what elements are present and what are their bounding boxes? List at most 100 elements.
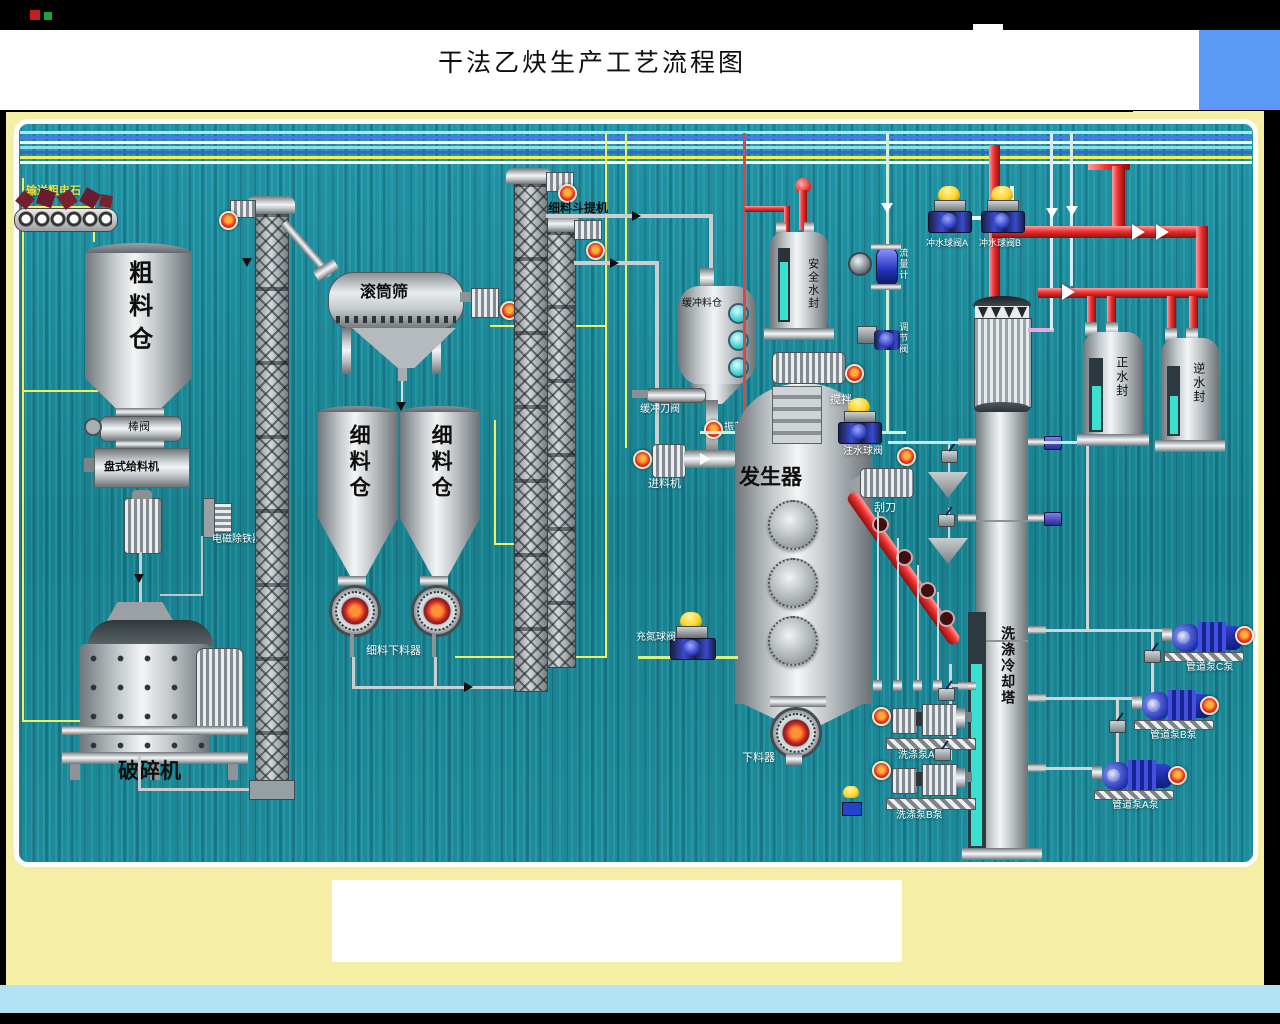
pipe — [20, 136, 1252, 139]
pump-outlet — [965, 772, 972, 782]
buffer-knife-valve[interactable] — [646, 388, 706, 403]
drain-fitting — [913, 680, 922, 691]
discharger-flange — [770, 696, 826, 707]
magnetic-separator-fins — [214, 503, 232, 533]
pipe — [160, 594, 202, 596]
distributor-nozzle-icon — [978, 307, 988, 318]
rod-valve-handwheel[interactable] — [84, 418, 102, 436]
crusher-dome — [88, 620, 213, 646]
pipe — [1088, 164, 1130, 170]
drum-screen-label: 滚筒筛 — [360, 284, 409, 301]
valve-cap — [848, 398, 870, 413]
pipe — [784, 206, 790, 232]
indicator-lamp-icon — [558, 184, 577, 203]
indicator-lamp-icon — [845, 364, 864, 383]
pipe — [888, 441, 960, 444]
tower-base — [962, 848, 1042, 860]
valve-cap — [938, 186, 960, 201]
flow-arrow-icon — [1132, 224, 1145, 240]
nozzle-valve[interactable] — [1044, 512, 1062, 526]
scraper-motor[interactable] — [860, 468, 914, 498]
signal-line — [494, 420, 496, 545]
feeder-label: 进料机 — [648, 478, 681, 490]
valve-ball — [941, 213, 957, 229]
pump-inlet — [1162, 628, 1172, 641]
pipe — [1030, 629, 1162, 632]
elevator-motor[interactable] — [574, 220, 602, 240]
flow-meter[interactable] — [848, 252, 872, 276]
pipe — [1028, 328, 1054, 332]
stirrer-motor[interactable] — [772, 352, 846, 384]
crusher-frame — [62, 726, 248, 735]
lever-valve[interactable] — [1109, 720, 1126, 733]
lever-valve[interactable] — [938, 688, 955, 701]
indicator-lamp-icon — [872, 761, 891, 780]
fine-discharger-label: 细料下料器 — [366, 645, 421, 657]
disc-feeder[interactable] — [94, 448, 190, 488]
level-bar — [1170, 396, 1178, 434]
manhole-icon — [768, 558, 818, 608]
indicator-lamp-icon — [704, 420, 723, 439]
indicator-lamp-icon — [633, 450, 652, 469]
inline-valve[interactable] — [876, 248, 898, 286]
fine-bucket-elevator — [514, 182, 548, 692]
flow-meter-label: 流量计 — [898, 248, 909, 281]
pipe — [350, 633, 354, 657]
lever-valve[interactable] — [938, 514, 955, 527]
feeder-motor[interactable] — [124, 498, 162, 554]
pipe — [1086, 441, 1089, 631]
pump-ribs — [1168, 690, 1196, 720]
indicator-lamp-icon — [586, 241, 605, 260]
indicator-lamp-icon — [872, 707, 891, 726]
pump-ribs — [1198, 622, 1226, 652]
lever-valve[interactable] — [1144, 650, 1161, 663]
pipe — [20, 131, 1252, 134]
drum-motor[interactable] — [471, 288, 499, 318]
wash-pump-a[interactable] — [892, 700, 972, 740]
screw-feeder-motor[interactable] — [652, 444, 686, 478]
wash-pump-b[interactable] — [892, 760, 972, 800]
tower-bundle-cap — [974, 402, 1030, 415]
pipe-node-icon — [938, 610, 955, 627]
pipe — [952, 684, 968, 687]
crusher-body[interactable] — [80, 644, 210, 756]
pipe — [1044, 441, 1088, 444]
discharger[interactable] — [770, 707, 822, 759]
disc-feeder-label: 盘式给料机 — [104, 461, 159, 473]
crusher-hopper — [105, 602, 175, 624]
pipe — [20, 151, 1252, 154]
pipe — [917, 565, 919, 688]
discharger-label: 下料器 — [742, 752, 775, 764]
tower-tube-bundle — [974, 318, 1032, 408]
pipe — [1116, 697, 1119, 769]
pipe — [20, 156, 1252, 159]
pipe — [1167, 296, 1176, 342]
flow-arrow-icon — [881, 203, 893, 213]
pipe — [992, 226, 1208, 238]
pipeline-pump-a[interactable] — [1102, 756, 1172, 792]
elevator-motor[interactable] — [230, 200, 256, 218]
knife-valve-handle — [632, 390, 648, 398]
flow-arrow-icon — [1062, 284, 1075, 300]
magnetic-separator-label: 电磁除铁器 — [212, 534, 262, 545]
water-injection-valve-label: 注水球阀 — [843, 446, 883, 457]
rotary-feeder[interactable] — [329, 585, 381, 637]
aux-box — [842, 802, 862, 816]
valve-cap — [991, 186, 1013, 201]
lever-valve[interactable] — [941, 450, 958, 463]
pipe — [1151, 629, 1154, 699]
wash-pump-a-label: 洗涤泵A泵 — [898, 750, 945, 761]
tower-seam — [976, 640, 1028, 642]
valve-ball — [684, 640, 700, 656]
nozzle — [958, 514, 976, 522]
pipe — [745, 206, 789, 212]
pipe-node-icon — [872, 516, 889, 533]
crusher-leg — [150, 764, 160, 780]
nitrogen-valve-label: 充氮球阀 — [636, 632, 676, 643]
drain-fitting — [893, 680, 902, 691]
pipeline-pump-c[interactable] — [1172, 618, 1242, 654]
stirrer-label: 搅拌 — [830, 394, 852, 406]
valve-ball — [879, 332, 895, 348]
rotary-feeder[interactable] — [411, 585, 463, 637]
lever-valve[interactable] — [934, 748, 951, 761]
